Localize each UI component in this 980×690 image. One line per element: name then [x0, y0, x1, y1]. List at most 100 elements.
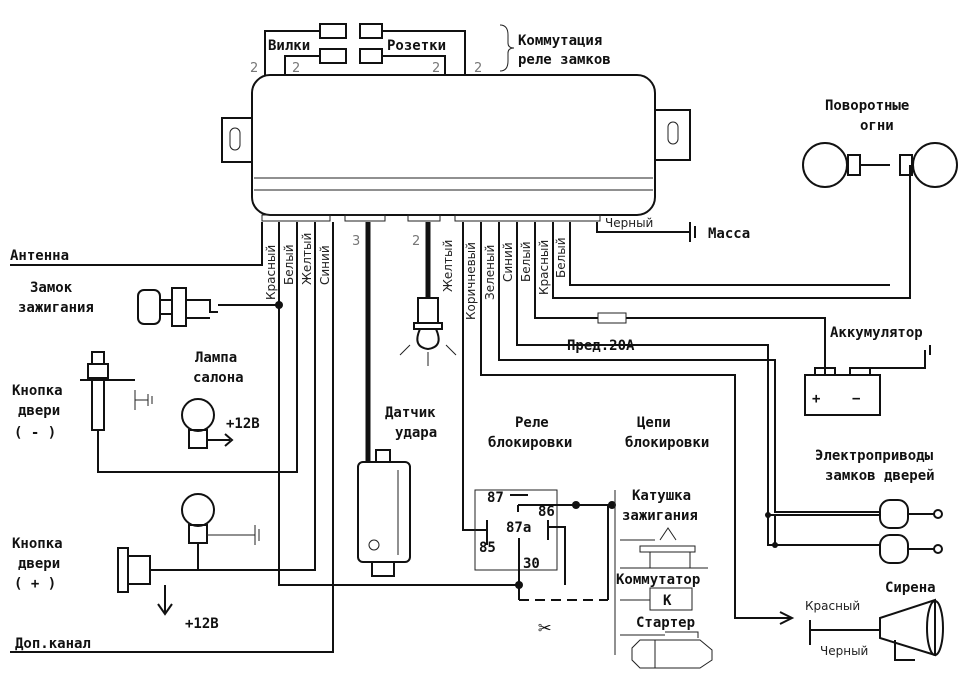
svg-text:Масса: Масса [708, 226, 750, 242]
svg-text:Белый: Белый [282, 244, 296, 285]
ground-icon [689, 222, 696, 242]
wire-green [480, 222, 790, 619]
svg-text:87a: 87a [506, 520, 531, 536]
svg-text:2: 2 [432, 61, 440, 76]
svg-text:2: 2 [412, 234, 420, 249]
wire-blue-right [498, 222, 880, 513]
svg-text:Антенна: Антенна [10, 248, 69, 264]
svg-text:Белый: Белый [554, 237, 568, 278]
svg-text:Реле: Реле [515, 415, 549, 431]
plug-connector [319, 48, 347, 64]
svg-text:2: 2 [474, 61, 482, 76]
svg-text:Желтый: Желтый [441, 240, 455, 292]
svg-text:+12В: +12В [226, 416, 260, 432]
svg-text:К: К [663, 593, 672, 609]
cabin-lamp [181, 398, 234, 449]
svg-text:двери: двери [18, 556, 60, 572]
svg-text:Зеленый: Зеленый [483, 245, 497, 300]
wire-white-right-2 [552, 165, 911, 299]
svg-text:30: 30 [523, 556, 540, 572]
svg-text:Синий: Синий [501, 242, 515, 282]
svg-text:Коричневый: Коричневый [464, 242, 478, 320]
svg-text:двери: двери [18, 403, 60, 419]
lamp-icon [399, 297, 457, 366]
wire-white-right [516, 222, 880, 546]
wire-yellow [155, 222, 316, 571]
svg-text:Пред.20А: Пред.20А [567, 338, 635, 354]
svg-text:салона: салона [193, 370, 244, 386]
svg-text:Красный: Красный [537, 240, 551, 295]
wire-blue [10, 222, 334, 653]
svg-text:86: 86 [538, 504, 555, 520]
svg-text:Поворотные: Поворотные [825, 98, 909, 114]
sockets-label: Розетки [387, 38, 446, 54]
svg-text:( + ): ( + ) [14, 576, 56, 592]
door-button-plus [117, 547, 173, 616]
blocking-relay: 87 86 87a 85 30 ✂ [474, 489, 616, 641]
svg-text:замков дверей: замков дверей [825, 468, 935, 484]
door-lock-actuators [879, 499, 943, 564]
svg-text:+12В: +12В [185, 616, 219, 632]
svg-text:( - ): ( - ) [14, 425, 56, 441]
svg-text:Катушка: Катушка [632, 488, 691, 504]
svg-text:Коммутатор: Коммутатор [616, 572, 700, 588]
antenna-wire [10, 222, 263, 266]
svg-text:Белый: Белый [519, 241, 533, 282]
siren-arrow [779, 611, 795, 625]
svg-text:Черный: Черный [605, 216, 653, 230]
lock-relay-switching: Вилки Розетки 2 2 2 2 Коммутация реле за… [250, 23, 611, 76]
svg-text:Красный: Красный [264, 245, 278, 300]
svg-text:Датчик: Датчик [385, 405, 436, 421]
svg-text:Желтый: Желтый [300, 233, 314, 285]
svg-text:огни: огни [860, 118, 894, 134]
svg-text:+: + [812, 391, 820, 407]
svg-text:Коммутация: Коммутация [518, 33, 602, 49]
svg-text:Синий: Синий [318, 245, 332, 285]
socket-connector [359, 23, 383, 39]
scissors-icon: ✂ [538, 616, 551, 641]
commutator: К [620, 587, 693, 611]
lamp [181, 493, 260, 570]
svg-text:2: 2 [250, 61, 258, 76]
door-button-minus [80, 351, 153, 431]
wire-brown [462, 222, 487, 531]
ignition-coil [620, 527, 708, 569]
svg-text:блокировки: блокировки [488, 435, 572, 451]
battery: + − [804, 345, 931, 416]
svg-text:−: − [852, 391, 860, 407]
brace-icon [499, 24, 515, 72]
svg-text:блокировки: блокировки [625, 435, 709, 451]
starter [620, 631, 713, 669]
shock-sensor [357, 449, 411, 577]
svg-text:Красный: Красный [805, 599, 860, 613]
wire-red [278, 222, 520, 586]
svg-text:зажигания: зажигания [622, 508, 698, 524]
svg-text:Электроприводы: Электроприводы [815, 448, 934, 464]
svg-text:Стартер: Стартер [636, 615, 695, 631]
svg-text:2: 2 [292, 61, 300, 76]
svg-text:Замок: Замок [30, 280, 73, 296]
svg-text:Кнопка: Кнопка [12, 536, 63, 552]
wire-white [97, 222, 298, 473]
svg-text:85: 85 [479, 540, 496, 556]
wire-red-right [534, 222, 826, 375]
svg-text:Цепи: Цепи [637, 415, 671, 431]
svg-text:Доп.канал: Доп.канал [15, 636, 91, 652]
fuse [597, 312, 627, 324]
control-unit [221, 74, 691, 222]
svg-text:Черный: Черный [820, 644, 868, 658]
svg-text:реле замков: реле замков [518, 52, 611, 68]
svg-text:Аккумулятор: Аккумулятор [830, 325, 923, 341]
svg-text:3: 3 [352, 234, 360, 249]
svg-text:87: 87 [487, 490, 504, 506]
plugs-label: Вилки [268, 38, 310, 54]
turn-lights [802, 142, 958, 188]
svg-text:Лампа: Лампа [195, 350, 237, 366]
svg-text:Кнопка: Кнопка [12, 383, 63, 399]
ignition-lock [137, 287, 218, 327]
siren [809, 598, 944, 661]
plug-connector [319, 23, 347, 39]
svg-text:Сирена: Сирена [885, 580, 936, 596]
svg-text:удара: удара [395, 425, 437, 441]
